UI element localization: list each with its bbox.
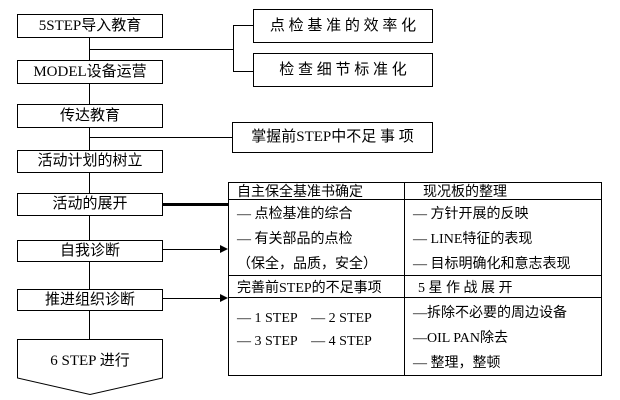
table-item: — 有关部品的点检 — [237, 232, 353, 247]
flow-box-label: 5STEP导入教育 — [38, 17, 142, 34]
flow-box-activity-plan: 活动计划的树立 — [17, 150, 163, 173]
table-cell-standard-items: — 点检基准的综合 — 有关部品的点检 （保全，品质，安全） — [229, 200, 405, 276]
bracket-arm-upper — [233, 25, 253, 26]
table-item: — 1 STEP — 2 STEP — [237, 311, 372, 326]
flow-box-5step-intro-training: 5STEP导入教育 — [17, 14, 163, 38]
connector-v2 — [89, 84, 90, 104]
callout-label: 掌握前STEP中不足 事 项 — [251, 129, 414, 145]
table-item: — 方针开展的反映 — [413, 207, 529, 222]
arrow-line-self-diagnosis — [163, 249, 221, 250]
flow-box-self-diagnosis: 自我诊断 — [17, 240, 163, 262]
connector-v6 — [89, 262, 90, 289]
table-cell-board-items: — 方针开展的反映 — LINE特征的表现 — 目标明确化和意志表现 — [405, 200, 601, 276]
table-item: — 目标明确化和意志表现 — [413, 257, 571, 272]
arrowhead-org-diagnosis — [220, 294, 228, 302]
table-header-label: 完善前STEP的不足事项 — [237, 280, 382, 296]
callout-label: 点 检 基 准 的 效 率 化 — [269, 17, 417, 34]
pentagon-shape-icon — [17, 339, 163, 396]
table-item: —OIL PAN除去 — [413, 331, 509, 346]
table-item: — 整理，整顿 — [413, 356, 501, 371]
detail-table: 自主保全基准书确定 现况板的整理 — 点检基准的综合 — 有关部品的点检 （保全… — [228, 182, 602, 376]
table-header-prev-step-fix: 完善前STEP的不足事项 — [229, 276, 405, 298]
branch-line-middle — [89, 137, 232, 138]
flow-box-activity-deployment: 活动的展开 — [17, 193, 163, 216]
flow-terminal-label: 6 STEP 进行 — [50, 353, 130, 369]
flow-box-model-equipment-operation: MODEL设备运营 — [17, 60, 163, 84]
connector-v7 — [89, 311, 90, 339]
callout-box-prev-step-issues: 掌握前STEP中不足 事 项 — [232, 122, 433, 153]
table-header-label: 5 星 作 战 展 开 — [418, 280, 513, 296]
table-item: — 3 STEP — 4 STEP — [237, 334, 372, 349]
table-header-label: 自主保全基准书确定 — [237, 185, 363, 200]
connector-v4 — [89, 173, 90, 193]
table-header-label: 现况板的整理 — [423, 185, 507, 200]
table-cell-5star-items: —拆除不必要的周边设备 —OIL PAN除去 — 整理，整顿 — [405, 298, 601, 375]
connector-v3 — [89, 128, 90, 150]
flow-box-label: 传达教育 — [59, 107, 120, 124]
table-item: —拆除不必要的周边设备 — [413, 306, 567, 321]
callout-box-inspection-standard-efficiency: 点 检 基 准 的 效 率 化 — [253, 9, 433, 43]
table-item: （保全，品质，安全） — [237, 257, 377, 272]
flow-box-label: 活动的展开 — [52, 196, 128, 212]
table-item: — LINE特征的表现 — [413, 232, 533, 247]
table-header-genkyo-board: 现况板的整理 — [405, 183, 601, 200]
flow-box-communication-training: 传达教育 — [17, 104, 163, 128]
connector-v5 — [89, 216, 90, 240]
flow-terminal-6step: 6 STEP 进行 — [17, 339, 163, 396]
arrowhead-self-diagnosis — [220, 245, 228, 253]
flow-box-label: 活动计划的树立 — [37, 153, 143, 169]
table-item: — 点检基准的综合 — [237, 207, 353, 222]
flow-box-label: 自我诊断 — [59, 242, 120, 259]
flow-box-org-promotion-diagnosis: 推进组织诊断 — [17, 289, 163, 311]
thick-link-line — [163, 203, 228, 206]
callout-label: 检 查 细 节 标 准 化 — [279, 61, 407, 78]
table-header-5star-campaign: 5 星 作 战 展 开 — [405, 276, 601, 298]
callout-box-inspection-detail-standardization: 检 查 细 节 标 准 化 — [253, 53, 433, 87]
arrow-line-org-diagnosis — [163, 298, 221, 299]
bracket-vertical — [233, 25, 234, 72]
table-cell-step-list: — 1 STEP — 2 STEP — 3 STEP — 4 STEP — [229, 298, 405, 375]
bracket-arm-lower — [233, 71, 253, 72]
table-header-jishu-kakutei: 自主保全基准书确定 — [229, 183, 405, 200]
flow-box-label: MODEL设备运营 — [33, 63, 147, 80]
flow-box-label: 推进组织诊断 — [44, 291, 135, 308]
branch-line-top — [89, 49, 234, 50]
